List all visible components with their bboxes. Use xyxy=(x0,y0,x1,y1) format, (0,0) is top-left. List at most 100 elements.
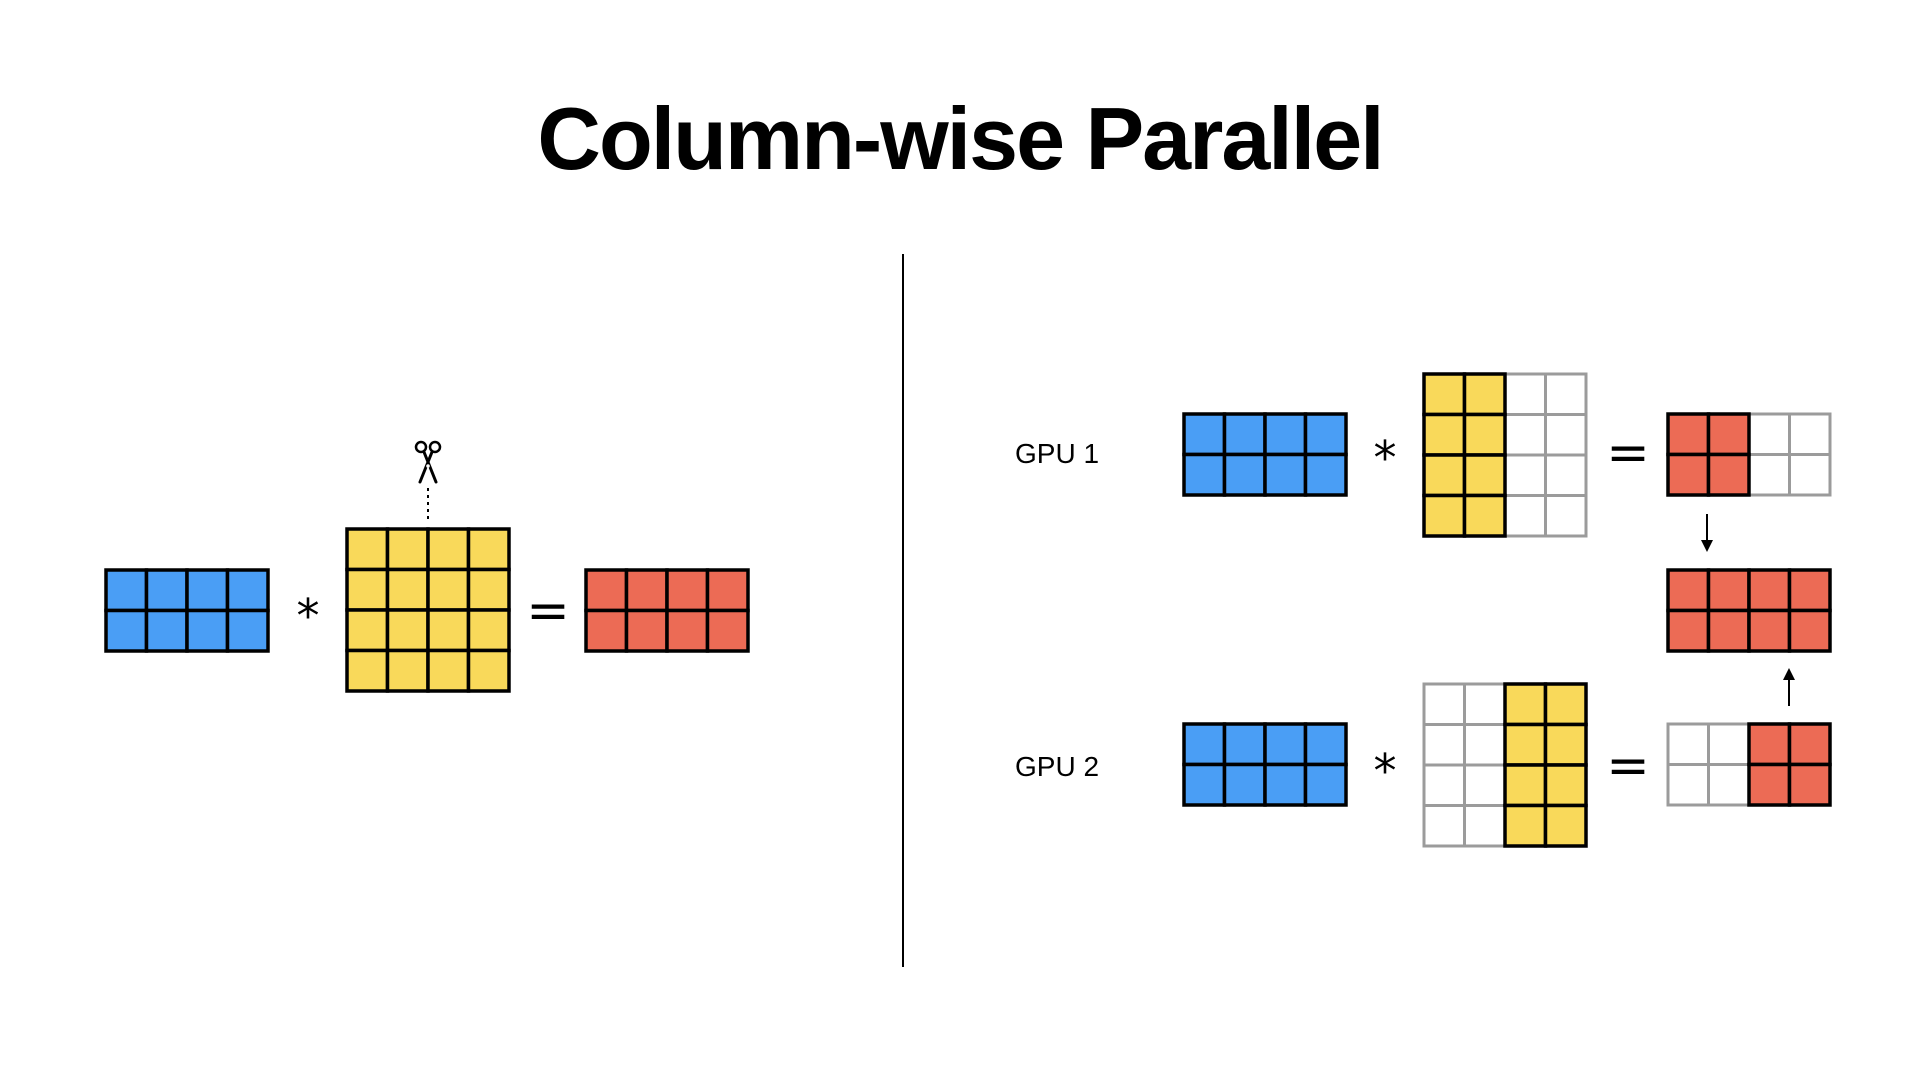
matrix-cell xyxy=(1787,722,1832,767)
matrix-cell xyxy=(385,608,430,653)
matrix-cell-empty xyxy=(1788,412,1832,456)
matrix-cell xyxy=(1222,412,1267,457)
matrix-cell xyxy=(1303,722,1348,767)
combined-output-matrix xyxy=(1666,568,1832,653)
gpu-2-output-matrix xyxy=(1666,722,1832,807)
matrix-cell xyxy=(1182,412,1227,457)
matrix-cell xyxy=(225,568,270,613)
matrix-cell xyxy=(385,567,430,612)
matrix-cell-empty xyxy=(1422,682,1466,726)
matrix-cell xyxy=(1503,803,1548,848)
matrix-cell-empty xyxy=(1503,413,1547,457)
matrix-cell xyxy=(1182,722,1227,767)
matrix-cell-empty xyxy=(1422,763,1466,807)
matrix-cell-empty xyxy=(1422,804,1466,848)
matrix-cell xyxy=(1666,412,1711,457)
matrix-cell xyxy=(1503,722,1548,767)
matrix-cell xyxy=(144,608,189,653)
gpu-2-label: GPU 2 xyxy=(1015,751,1099,782)
matrix-cell xyxy=(466,648,511,693)
matrix-cell xyxy=(426,567,471,612)
matrix-cell-empty xyxy=(1463,804,1507,848)
gpu-1-input-matrix xyxy=(1182,412,1348,497)
matrix-cell-empty xyxy=(1707,722,1751,766)
gpu-2-input-matrix xyxy=(1182,722,1348,807)
matrix-cell xyxy=(1222,762,1267,807)
matrix-cell-empty xyxy=(1463,763,1507,807)
matrix-cell xyxy=(1303,762,1348,807)
matrix-cell xyxy=(1543,682,1588,727)
matrix-cell xyxy=(1666,608,1711,653)
matrix-cell xyxy=(1263,412,1308,457)
matrix-cell-empty xyxy=(1463,723,1507,767)
matrix-cell xyxy=(584,608,629,653)
matrix-cell xyxy=(1747,762,1792,807)
matrix-cell xyxy=(385,527,430,572)
matrix-cell xyxy=(345,648,390,693)
arrow-down-icon xyxy=(1701,514,1713,552)
matrix-cell-empty xyxy=(1503,494,1547,538)
matrix-cell xyxy=(1303,452,1348,497)
matrix-cell xyxy=(1706,452,1751,497)
matrix-cell xyxy=(1543,763,1588,808)
matrix-cell xyxy=(665,608,710,653)
left-output-matrix xyxy=(584,568,750,653)
matrix-cell xyxy=(1503,763,1548,808)
matrix-cell xyxy=(1747,568,1792,613)
matrix-cell xyxy=(345,608,390,653)
matrix-cell xyxy=(1706,568,1751,613)
matrix-cell xyxy=(345,527,390,572)
gpu-1-output-matrix xyxy=(1666,412,1832,497)
matrix-cell-empty xyxy=(1544,494,1588,538)
left-weight-matrix xyxy=(345,527,511,693)
matrix-cell-empty xyxy=(1666,763,1710,807)
matrix-cell xyxy=(1543,803,1588,848)
matrix-cell xyxy=(104,568,149,613)
matrix-cell xyxy=(426,527,471,572)
gpu-1-equals-sign: = xyxy=(1606,423,1650,483)
matrix-cell xyxy=(426,608,471,653)
matrix-cell xyxy=(1666,568,1711,613)
matrix-cell xyxy=(1422,453,1467,498)
gpu-1-weight-matrix xyxy=(1422,372,1588,538)
matrix-cell xyxy=(584,568,629,613)
matrix-cell-empty xyxy=(1463,682,1507,726)
matrix-cell xyxy=(466,567,511,612)
matrix-cell xyxy=(1263,762,1308,807)
matrix-cell xyxy=(225,608,270,653)
arrow-up-icon xyxy=(1783,668,1795,706)
matrix-cell xyxy=(466,527,511,572)
matrix-cell xyxy=(1182,452,1227,497)
matrix-cell xyxy=(1666,452,1711,497)
matrix-cell-empty xyxy=(1747,453,1791,497)
matrix-cell xyxy=(624,608,669,653)
matrix-cell xyxy=(1222,452,1267,497)
matrix-cell xyxy=(1263,452,1308,497)
matrix-cell xyxy=(1503,682,1548,727)
matrix-cell-empty xyxy=(1422,723,1466,767)
matrix-cell-empty xyxy=(1666,722,1710,766)
matrix-cell-empty xyxy=(1707,763,1751,807)
matrix-cell xyxy=(1422,412,1467,457)
matrix-cell xyxy=(1462,493,1507,538)
matrix-cell xyxy=(705,608,750,653)
matrix-cell xyxy=(1303,412,1348,457)
matrix-cell-empty xyxy=(1544,372,1588,416)
matrix-cell xyxy=(1787,762,1832,807)
matrix-cell xyxy=(1222,722,1267,767)
matrix-cell xyxy=(1706,608,1751,653)
matrix-cell xyxy=(705,568,750,613)
scissors-icon xyxy=(414,440,442,484)
matrix-cell xyxy=(1462,372,1507,417)
left-equals-sign: = xyxy=(526,581,570,641)
gpu-1-multiply-sign: * xyxy=(1374,431,1397,485)
matrix-cell xyxy=(385,648,430,693)
matrix-cell xyxy=(1706,412,1751,457)
gpu-2-weight-matrix xyxy=(1422,682,1588,848)
gpu-2-multiply-sign: * xyxy=(1374,744,1397,798)
matrix-cell xyxy=(1462,453,1507,498)
matrix-cell-empty xyxy=(1788,453,1832,497)
matrix-cell xyxy=(345,567,390,612)
matrix-cell xyxy=(1787,608,1832,653)
